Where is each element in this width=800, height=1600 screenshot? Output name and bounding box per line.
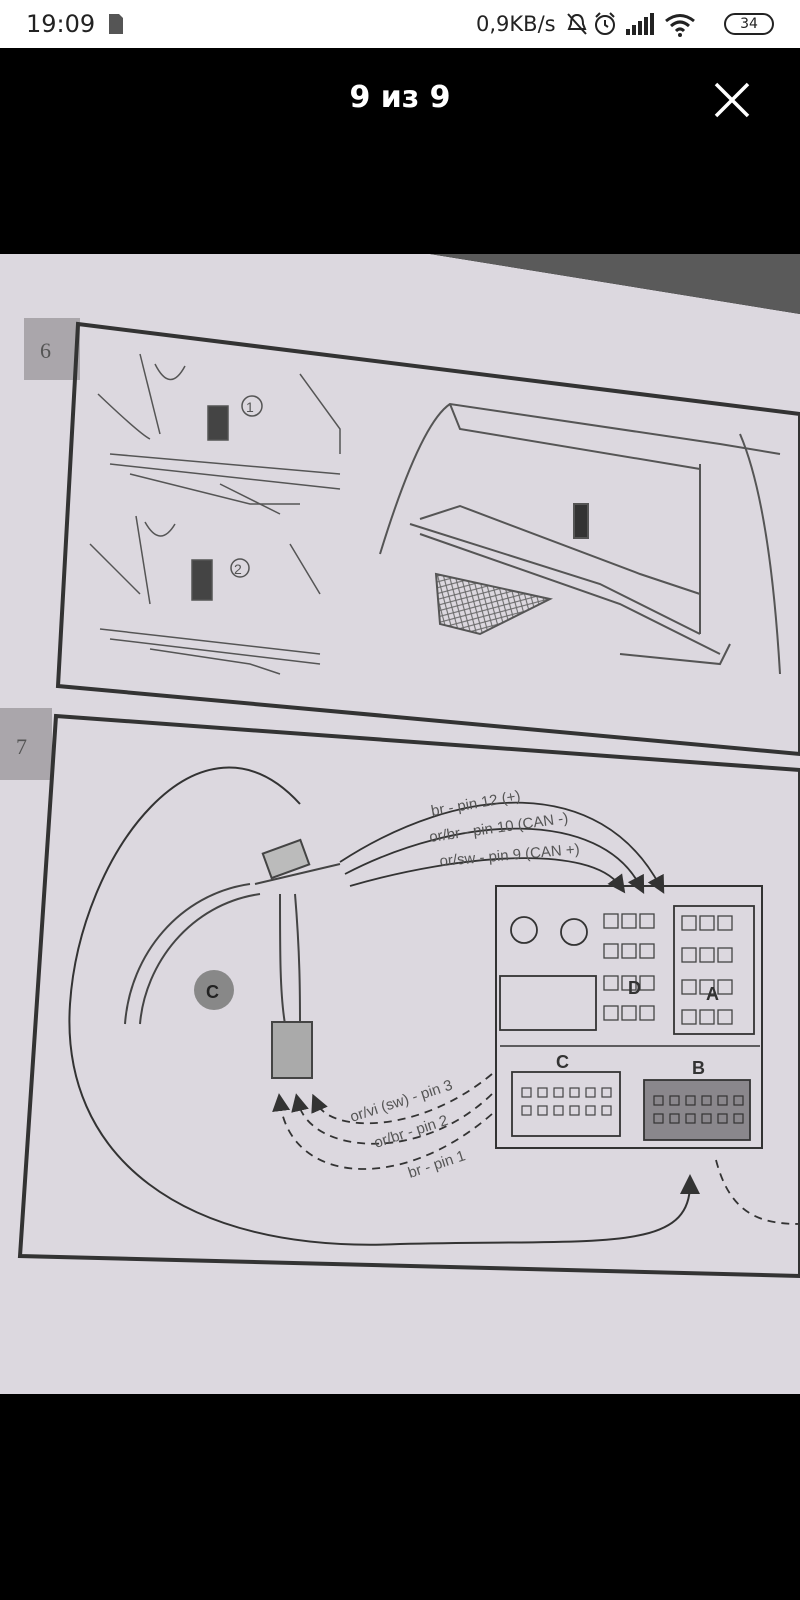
connector-badge <box>194 970 234 1010</box>
connector-badge-label: C <box>206 982 219 1002</box>
pedal-illustration-2 <box>89 515 321 675</box>
manual-photo: 6 <box>0 254 800 1394</box>
manual-photo-canvas: 6 <box>0 254 800 1394</box>
block-a <box>673 905 755 1035</box>
step-6-frame <box>55 321 800 757</box>
step-7-tab <box>0 708 52 780</box>
wire-pin-10 <box>344 827 645 894</box>
step-7-frame <box>17 713 800 1279</box>
step-6-number: 6 <box>40 338 51 363</box>
wifi-icon <box>665 14 695 37</box>
loop-cable <box>68 766 700 1246</box>
step-6: 6 <box>24 318 800 757</box>
viewer-top-bar <box>0 48 800 152</box>
wire-continuation <box>715 1159 800 1225</box>
block-c-pins <box>521 1087 612 1116</box>
glovebox-illustration <box>379 402 781 675</box>
block-d-pins <box>603 913 655 1021</box>
wiring-harness <box>124 838 341 1079</box>
paper-background <box>0 254 800 1394</box>
pedal-illustration-1 <box>97 353 341 515</box>
status-icons <box>567 12 695 37</box>
status-time: 19:09 <box>26 10 96 38</box>
page-counter: 9 из 9 <box>349 80 451 115</box>
block-b <box>643 1079 751 1141</box>
step-6-tab <box>24 318 80 380</box>
network-speed: 0,9KB/s <box>476 12 556 36</box>
sim-card-icon <box>109 14 123 34</box>
callout-1-label: 1 <box>246 399 254 415</box>
connector-plug <box>271 1021 313 1079</box>
block-c-label: C <box>556 1052 569 1072</box>
wire-pin-2 <box>291 1093 493 1145</box>
alarm-icon <box>595 12 615 35</box>
step-7-number: 7 <box>16 734 27 759</box>
block-b-pins <box>653 1095 744 1124</box>
mute-icon <box>567 13 587 35</box>
block-b-label: B <box>692 1058 705 1078</box>
block-a-pins <box>681 915 733 1025</box>
signal-icon <box>626 13 654 35</box>
connector-housing <box>495 885 763 1149</box>
block-a-label: A <box>706 984 719 1004</box>
wire-pin-1 <box>272 1093 493 1170</box>
iso-connector-block: D A C B <box>495 885 763 1149</box>
close-icon[interactable] <box>706 78 758 122</box>
status-bar: 19:09 0,9KB/s 34 <box>0 0 800 48</box>
battery-icon: 34 <box>724 13 774 35</box>
wire-pin-3 <box>311 1073 493 1125</box>
battery-level: 34 <box>740 16 758 32</box>
wire-pin-12 <box>339 801 665 894</box>
block-c <box>511 1071 621 1137</box>
table-background <box>430 254 800 314</box>
wire-pin-9 <box>349 857 626 894</box>
block-d-label: D <box>628 978 641 998</box>
callout-2-label: 2 <box>234 561 242 577</box>
